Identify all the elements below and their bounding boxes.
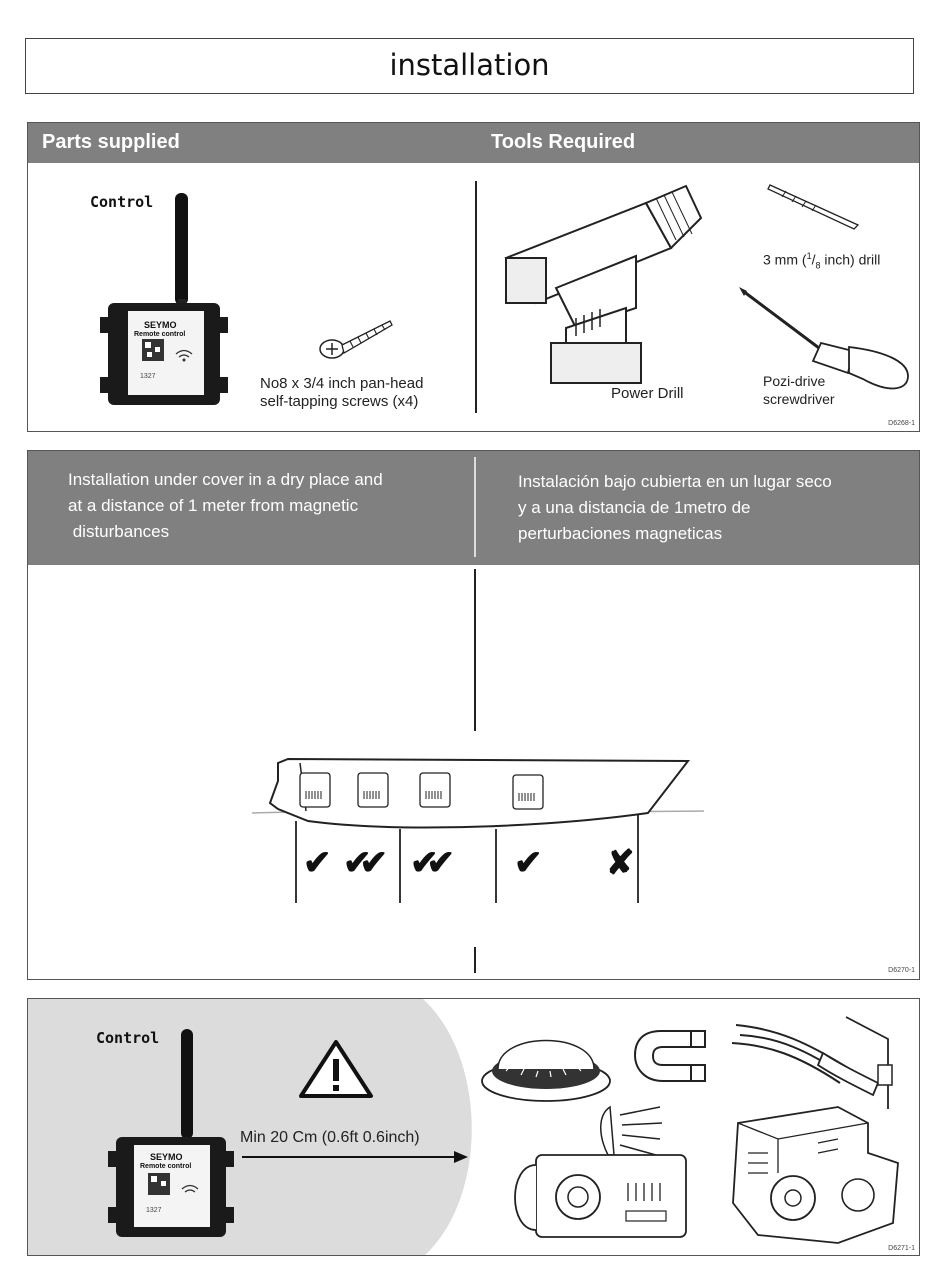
power-drill-icon	[504, 184, 703, 385]
mark-position-2: ✔✔	[343, 844, 388, 882]
min-distance-label: Min 20 Cm (0.6ft 0.6inch)	[240, 1129, 420, 1146]
distance-control-label: Control	[96, 1029, 160, 1047]
spanish-instruction-line1: Instalación bajo cubierta en un lugar se…	[518, 472, 832, 491]
mark-position-5: ✘	[606, 844, 635, 882]
page-title: installation	[389, 48, 550, 82]
cables-icon	[731, 1016, 893, 1109]
parts-figure-code: D6268-1	[888, 420, 915, 427]
distance-panel: Control SEYMO Remote control 1327 Min 20…	[27, 998, 920, 1256]
tools-heading: Tools Required	[491, 131, 636, 153]
compass-icon	[481, 1039, 611, 1102]
device-code: 1327	[140, 373, 156, 380]
drill-bit-den: 8	[815, 260, 821, 271]
engine-icon	[732, 1106, 899, 1244]
control-label: Control	[90, 193, 154, 211]
screwdriver-line1: Pozi-drive	[763, 373, 826, 389]
distance-device-subtitle: Remote control	[140, 1163, 192, 1170]
drill-bit-icon	[767, 184, 860, 230]
title-box: installation	[25, 38, 914, 94]
location-figure-code: D6270-1	[888, 967, 915, 974]
power-drill-label: Power Drill	[611, 385, 684, 402]
header-divider	[474, 457, 476, 557]
distance-device-brand: SEYMO	[150, 1152, 183, 1162]
device-brand: SEYMO	[144, 320, 177, 330]
distance-device-code: 1327	[146, 1207, 162, 1214]
drill-bit-num: 1	[806, 251, 812, 261]
parts-tools-header	[28, 123, 919, 163]
spanish-instruction-line2: y a una distancia de 1metro de	[518, 498, 751, 517]
drill-bit-prefix: 3 mm (	[763, 251, 807, 268]
boat-centerline-top	[474, 569, 476, 731]
distance-arrow-icon	[242, 1151, 468, 1163]
drill-bit-suffix: inch) drill	[820, 251, 881, 268]
distance-figure-code: D6271-1	[888, 1245, 915, 1252]
parts-tools-panel: Parts supplied Tools Required Control SE…	[27, 122, 920, 432]
spanish-instruction-line3: perturbaciones magneticas	[518, 524, 723, 543]
mark-position-4: ✔	[514, 844, 543, 882]
screwdriver-icon	[739, 287, 909, 390]
location-panel: Installation under cover in a dry place …	[27, 450, 920, 980]
screwdriver-line2: screwdriver	[763, 391, 835, 407]
radio-icon	[514, 1105, 687, 1238]
boat-centerline-bottom	[474, 947, 476, 973]
parts-tools-divider	[475, 181, 477, 413]
parts-heading: Parts supplied	[42, 131, 180, 153]
device-subtitle: Remote control	[134, 331, 186, 338]
english-instruction-line3: disturbances	[68, 522, 170, 541]
screws-line1: No8 x 3/4 inch pan-head	[260, 375, 424, 392]
boat-illustration	[251, 757, 705, 903]
remote-control-device-image	[100, 193, 228, 405]
mark-position-3: ✔✔	[410, 844, 455, 882]
mark-position-1: ✔	[303, 844, 332, 882]
distance-remote-device-image	[108, 1029, 234, 1237]
english-instruction-line2: at a distance of 1 meter from magnetic	[68, 496, 359, 515]
screw-icon	[319, 320, 393, 359]
english-instruction-line1: Installation under cover in a dry place …	[68, 470, 383, 489]
warning-icon	[299, 1040, 373, 1098]
magnet-icon	[633, 1030, 706, 1082]
screws-line2: self-tapping screws (x4)	[260, 393, 419, 410]
drill-bit-label: 3 mm (1/8 inch) drill	[763, 248, 880, 274]
location-header	[28, 451, 919, 565]
drill-bit-slash: /	[811, 251, 816, 268]
